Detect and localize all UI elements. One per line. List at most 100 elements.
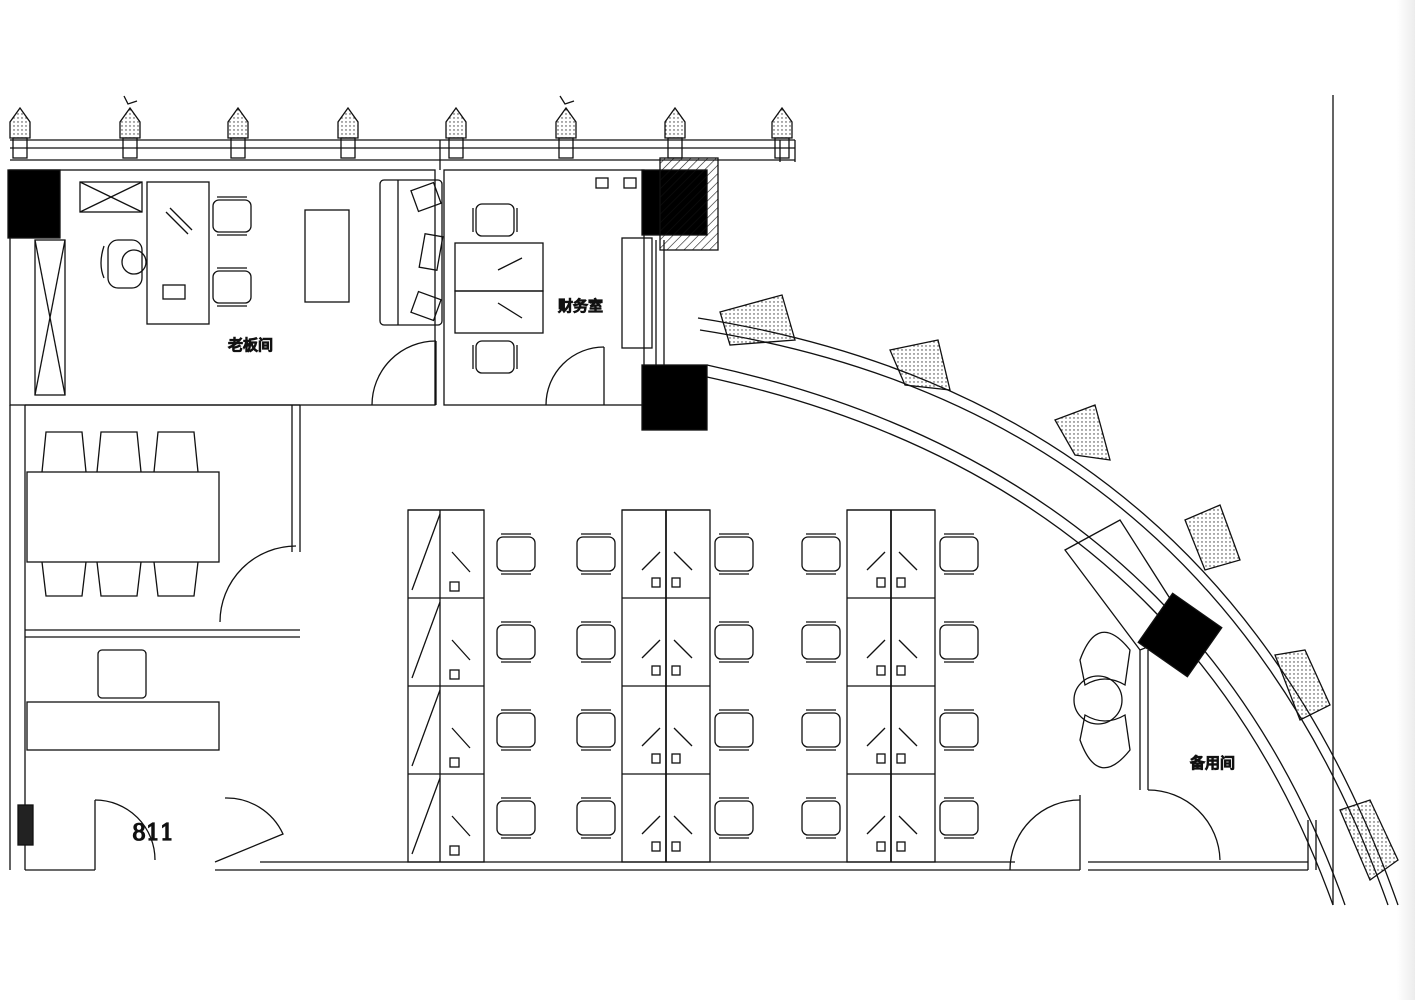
column <box>641 364 708 431</box>
cpu <box>876 841 886 852</box>
boss-desk <box>146 181 210 325</box>
monitor <box>866 639 886 659</box>
chair <box>496 709 536 751</box>
round-table <box>1073 675 1123 725</box>
monitor <box>898 815 918 835</box>
monitor <box>866 551 886 571</box>
monitor <box>641 551 661 571</box>
chair <box>801 709 841 751</box>
page-edge <box>1397 0 1415 1000</box>
chair <box>939 709 979 751</box>
lamp <box>227 106 249 159</box>
cpu <box>651 665 661 676</box>
workstation-area <box>407 509 979 863</box>
sofa <box>379 179 443 326</box>
chair <box>96 561 142 597</box>
lamp <box>9 106 31 159</box>
label-finance-room: 财务室 <box>558 297 603 315</box>
chair <box>472 340 518 374</box>
cpu <box>896 577 906 588</box>
monitor <box>451 727 471 749</box>
cpu <box>651 753 661 764</box>
chair <box>576 621 616 663</box>
monitor <box>673 727 693 747</box>
monitor <box>673 815 693 835</box>
monitor <box>451 639 471 661</box>
monitor <box>451 815 471 837</box>
monitor <box>451 551 471 573</box>
boss-office: 老板间 <box>7 169 444 406</box>
chair <box>714 533 754 575</box>
monitor <box>641 639 661 659</box>
desk-cluster <box>801 509 979 863</box>
label-spare-room: 备用间 <box>1190 754 1235 772</box>
monitor <box>898 639 918 659</box>
chair <box>41 431 87 473</box>
cpu <box>896 841 906 852</box>
monitor <box>866 727 886 747</box>
chair <box>939 797 979 839</box>
column <box>1137 592 1223 678</box>
north-arrows <box>123 95 575 105</box>
finance-room: 财务室 <box>443 169 653 406</box>
finance-room-chairs <box>472 203 518 374</box>
chair <box>714 709 754 751</box>
chair <box>212 267 252 307</box>
shaft <box>659 157 719 251</box>
chair <box>576 797 616 839</box>
chair <box>472 203 518 237</box>
facade-lamps <box>9 106 793 159</box>
label-boss-office: 老板间 <box>228 336 273 354</box>
column <box>7 169 61 239</box>
lamp <box>664 106 686 159</box>
chair <box>576 709 616 751</box>
boss-office-chairs <box>212 196 252 307</box>
cpu <box>671 753 681 764</box>
chair <box>801 797 841 839</box>
cpu <box>449 757 460 768</box>
chair <box>801 621 841 663</box>
unit-number: 811 <box>132 821 174 846</box>
desk-cluster <box>576 509 754 863</box>
monitor <box>641 727 661 747</box>
chair <box>714 797 754 839</box>
cpu <box>651 577 661 588</box>
chair <box>96 431 142 473</box>
chair <box>153 561 199 597</box>
cpu <box>876 665 886 676</box>
lamp <box>119 106 141 159</box>
chair <box>153 431 199 473</box>
cpu <box>671 665 681 676</box>
curved-facade <box>697 294 1399 906</box>
lamp <box>555 106 577 159</box>
chair <box>939 533 979 575</box>
monitor <box>898 727 918 747</box>
chair <box>801 533 841 575</box>
cpu <box>671 841 681 852</box>
lamp <box>337 106 359 159</box>
chair <box>212 196 252 236</box>
coffee-table <box>304 209 350 303</box>
cpu <box>449 581 460 592</box>
cpu <box>671 577 681 588</box>
chair <box>496 621 536 663</box>
cpu <box>651 841 661 852</box>
spare-room: 备用间 <box>1009 631 1317 871</box>
monitor <box>898 551 918 571</box>
meeting-chairs <box>41 431 199 597</box>
chair <box>714 621 754 663</box>
monitor <box>673 551 693 571</box>
lamp <box>771 106 793 159</box>
cpu <box>896 665 906 676</box>
cpu <box>876 753 886 764</box>
reception-desk <box>26 701 220 751</box>
cpu <box>449 845 460 856</box>
monitor <box>641 815 661 835</box>
chair <box>41 561 87 597</box>
desk-cluster <box>407 509 536 863</box>
cpu <box>876 577 886 588</box>
chair <box>496 797 536 839</box>
monitor <box>866 815 886 835</box>
meeting-table <box>26 471 220 563</box>
